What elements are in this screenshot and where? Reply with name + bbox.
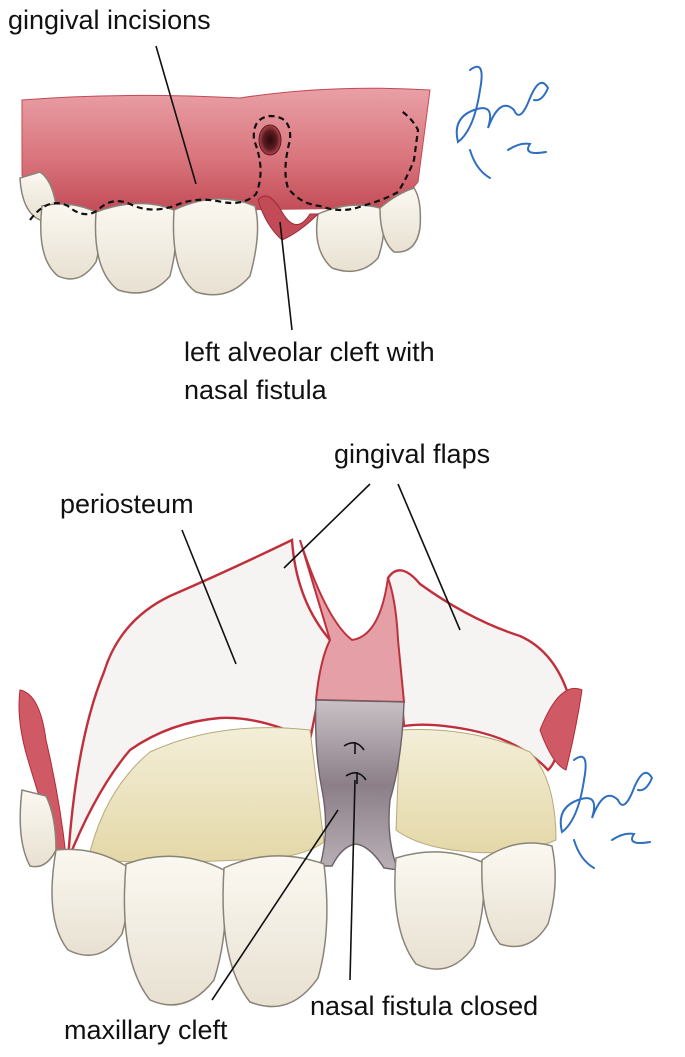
- right-maxilla: [395, 729, 557, 854]
- incision-line: [29, 109, 420, 221]
- cleft-closure: [314, 699, 405, 871]
- leader-nasal-fistula-closed: [349, 779, 356, 981]
- label-gingival-flaps: gingival flaps: [334, 439, 491, 469]
- nasal-lining-flap: [299, 539, 406, 704]
- upper-gingiva: [21, 87, 431, 213]
- label-nasal-fistula-closed: nasal fistula closed: [310, 991, 539, 1021]
- right-gingiva-edge: [539, 688, 583, 771]
- label-alveolar-cleft-line2: nasal fistula: [184, 375, 327, 405]
- label-maxillary-cleft: maxillary cleft: [64, 1015, 228, 1045]
- label-gingival-incisions: gingival incisions: [8, 5, 211, 35]
- leader-periosteum: [181, 529, 237, 665]
- leader-gingival-incisions: [155, 45, 197, 185]
- upper-teeth-top: [19, 171, 422, 296]
- top-panel: [19, 45, 431, 331]
- signature-top: [455, 65, 550, 179]
- leader-gingival-flaps-left: [283, 483, 371, 569]
- leaders-bottom: [181, 483, 461, 1001]
- leader-gingival-flaps-right: [397, 483, 461, 631]
- left-periosteal-flap: [66, 538, 332, 861]
- signature-bottom: [559, 755, 654, 869]
- leader-maxillary-cleft: [211, 809, 339, 1001]
- sutures: [343, 742, 367, 784]
- leader-alveolar-cleft: [279, 221, 293, 331]
- upper-teeth-bottom: [19, 789, 556, 1008]
- label-alveolar-cleft-line1: left alveolar cleft with: [184, 337, 435, 367]
- label-periosteum: periosteum: [60, 489, 194, 519]
- bottom-panel: [18, 483, 583, 1008]
- alveolar-cleft: [257, 195, 320, 241]
- nasal-fistula: [258, 124, 282, 156]
